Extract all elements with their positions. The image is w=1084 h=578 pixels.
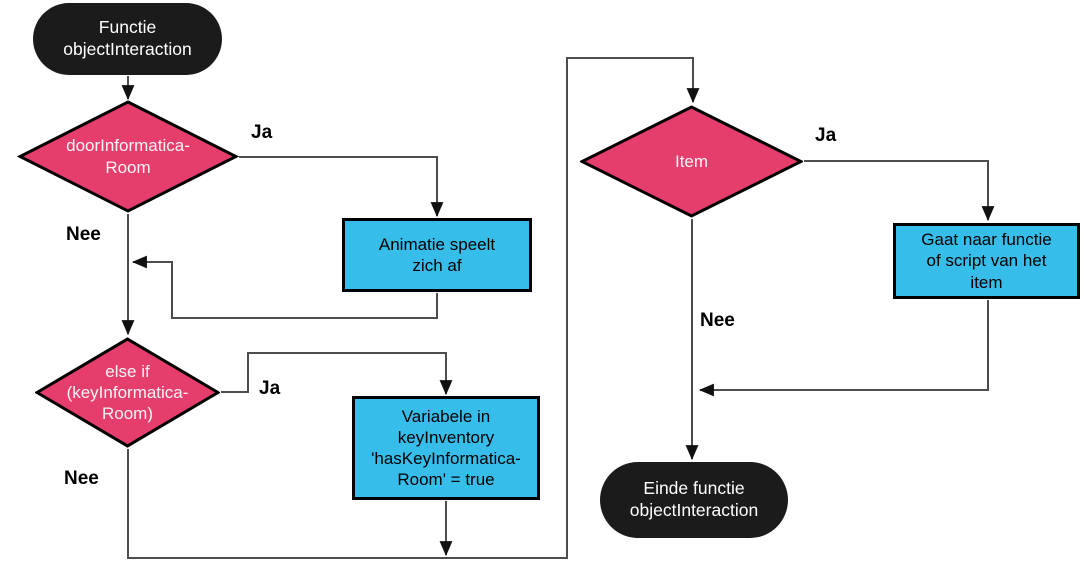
label-item-ja: Ja xyxy=(815,125,837,146)
edge-key-ja-to-variable xyxy=(221,352,453,396)
diamond-shape xyxy=(17,100,239,213)
node-end-terminator: Einde functie objectInteraction xyxy=(600,462,788,538)
edge-item-ja-to-script xyxy=(804,160,995,222)
label-item-nee: Nee xyxy=(700,310,735,331)
node-item-script-process: Gaat naar functie of script van het item xyxy=(893,223,1080,299)
node-start-terminator: Functie objectInteraction xyxy=(33,3,222,75)
end-label: Einde functie objectInteraction xyxy=(629,478,759,520)
diamond-shape xyxy=(580,105,803,218)
item-script-label: Gaat naar functie of script van het item xyxy=(921,230,1052,292)
node-door-decision: doorInformatica- Room xyxy=(17,100,239,213)
variable-process-label: Variabele in keyInventory 'hasKeyInforma… xyxy=(371,406,521,490)
label-key-ja: Ja xyxy=(259,378,281,399)
node-variable-process: Variabele in keyInventory 'hasKeyInforma… xyxy=(352,396,540,500)
label-key-nee: Nee xyxy=(64,468,99,489)
edge-door-ja-to-animation xyxy=(239,156,444,218)
item-decision-label: Item xyxy=(674,151,709,171)
animation-process-label: Animatie speelt zich af xyxy=(378,234,496,275)
key-decision-label: else if (keyInformatica- Room) xyxy=(66,361,189,424)
edge-script-return xyxy=(698,300,989,397)
node-key-decision: else if (keyInformatica- Room) xyxy=(35,337,220,448)
label-door-nee: Nee xyxy=(66,224,101,245)
diamond-shape xyxy=(35,337,220,448)
node-item-decision: Item xyxy=(580,105,803,218)
node-animation-process: Animatie speelt zich af xyxy=(342,218,532,292)
start-label: Functie objectInteraction xyxy=(63,17,192,59)
door-decision-label: doorInformatica- Room xyxy=(66,136,190,177)
label-door-ja: Ja xyxy=(251,122,273,143)
